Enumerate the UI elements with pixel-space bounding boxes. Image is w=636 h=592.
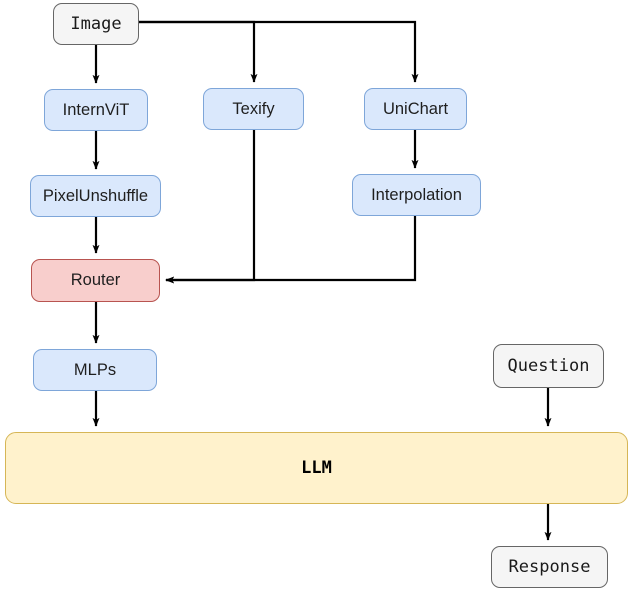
node-mlps-label: MLPs <box>73 360 117 379</box>
node-response[interactable]: Response <box>491 546 608 588</box>
node-llm-label: LLM <box>301 457 332 478</box>
node-internvit-label: InternViT <box>62 100 130 119</box>
node-unichart[interactable]: UniChart <box>364 88 467 130</box>
node-texify[interactable]: Texify <box>203 88 304 130</box>
node-pixelunshuffle-label: PixelUnshuffle <box>42 186 149 205</box>
node-router-label: Router <box>70 271 121 290</box>
node-router[interactable]: Router <box>31 259 160 302</box>
node-internvit[interactable]: InternViT <box>44 89 148 131</box>
node-image-label: Image <box>70 13 122 34</box>
node-interpolation[interactable]: Interpolation <box>352 174 481 216</box>
node-unichart-label: UniChart <box>382 99 449 118</box>
node-mlps[interactable]: MLPs <box>33 349 157 391</box>
node-texify-label: Texify <box>232 99 275 118</box>
node-pixelunshuffle[interactable]: PixelUnshuffle <box>30 175 161 217</box>
node-llm[interactable]: LLM <box>5 432 628 504</box>
edge-interpolation-router <box>165 215 417 284</box>
edge-image-unichart <box>139 20 419 83</box>
node-question-label: Question <box>507 355 590 376</box>
node-question[interactable]: Question <box>493 344 604 388</box>
node-interpolation-label: Interpolation <box>371 185 462 204</box>
node-response-label: Response <box>508 556 591 577</box>
edge-image-texify <box>139 20 258 83</box>
node-image[interactable]: Image <box>53 3 139 45</box>
edge-texify-router <box>165 130 256 284</box>
